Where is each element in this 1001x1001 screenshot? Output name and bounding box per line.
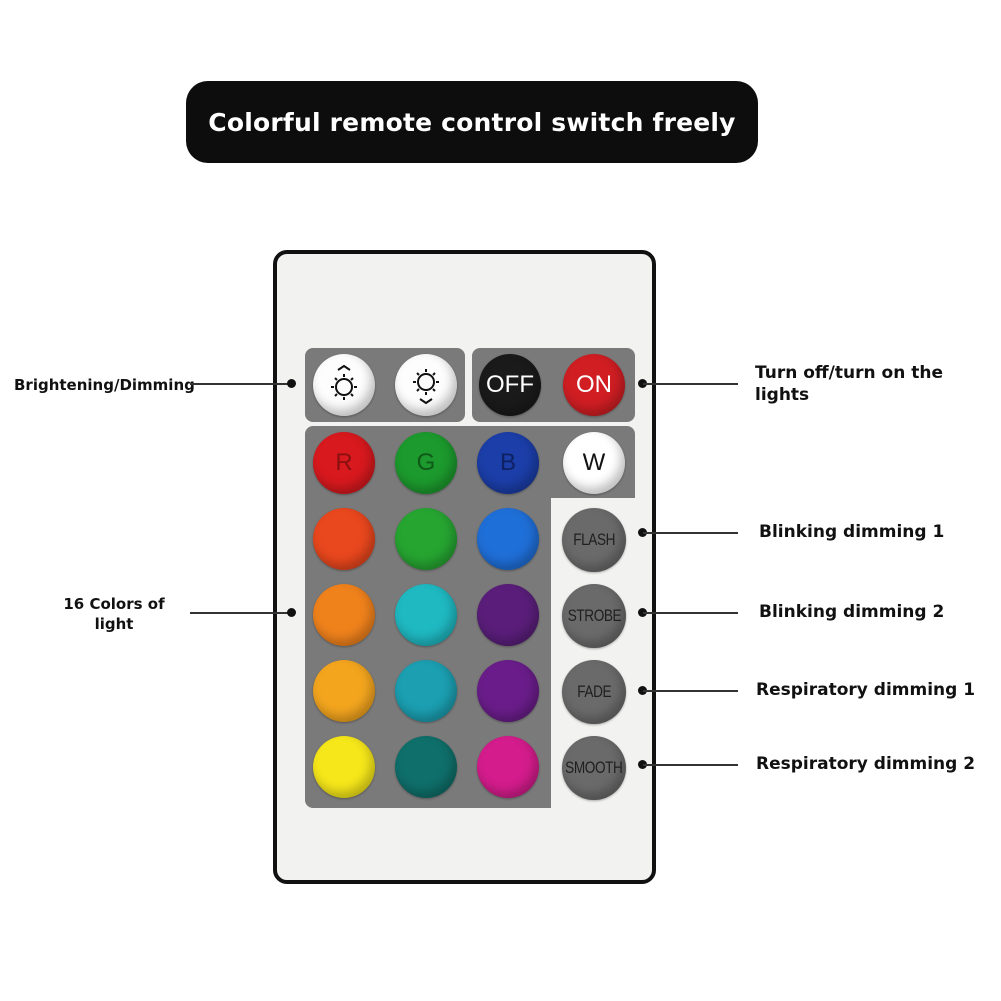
smooth-label: SMOOTH [565,758,623,777]
callout-flash: Blinking dimming 1 [759,522,945,542]
color-button-orange-red[interactable] [313,508,375,570]
color-button-purple[interactable] [477,584,539,646]
blue-label: B [499,449,516,476]
white-button[interactable]: W [563,432,625,494]
sun-up-icon [331,364,357,400]
off-button[interactable]: OFF [479,354,541,416]
white-label: W [582,449,606,476]
leader-strobe [643,612,738,614]
callout-brightening: Brightening/Dimming [14,376,195,394]
callout-colors: 16 Colors of light [63,595,165,633]
remote-control: OFF ON R G B W FLASH [273,250,656,884]
color-button-magenta[interactable] [477,736,539,798]
green-label: G [416,449,436,476]
fade-label: FADE [577,682,611,701]
flash-label: FLASH [573,530,615,549]
dot-power [638,379,647,388]
leader-smooth [643,764,738,766]
dot-strobe [638,608,647,617]
dim-button[interactable] [395,354,457,416]
color-button-blue[interactable] [477,508,539,570]
color-button-dark-teal[interactable] [395,736,457,798]
fade-button[interactable]: FADE [562,660,626,724]
title-banner: Colorful remote control switch freely [186,81,758,163]
brighten-button[interactable] [313,354,375,416]
leader-flash [643,532,738,534]
color-button-teal[interactable] [395,660,457,722]
color-button-green[interactable] [395,508,457,570]
dot-flash [638,528,647,537]
strobe-button[interactable]: STROBE [562,584,626,648]
off-label: OFF [486,371,534,398]
on-button[interactable]: ON [563,354,625,416]
leader-brightening [190,383,290,385]
flash-button[interactable]: FLASH [562,508,626,572]
on-label: ON [576,371,612,398]
color-button-cyan[interactable] [395,584,457,646]
callout-fade: Respiratory dimming 1 [756,680,976,700]
page-title: Colorful remote control switch freely [208,107,736,137]
smooth-button[interactable]: SMOOTH [562,736,626,800]
blue-button[interactable]: B [477,432,539,494]
red-label: R [335,449,353,476]
leader-power [643,383,738,385]
color-button-amber[interactable] [313,660,375,722]
sun-down-icon [413,369,439,405]
color-button-orange[interactable] [313,584,375,646]
callout-strobe: Blinking dimming 2 [759,602,945,622]
dot-brightening [287,379,296,388]
red-button[interactable]: R [313,432,375,494]
dot-colors [287,608,296,617]
color-button-yellow[interactable] [313,736,375,798]
color-button-violet[interactable] [477,660,539,722]
dot-smooth [638,760,647,769]
leader-colors [190,612,290,614]
strobe-label: STROBE [567,606,621,625]
callout-smooth: Respiratory dimming 2 [756,754,976,774]
green-button[interactable]: G [395,432,457,494]
leader-fade [643,690,738,692]
callout-power: Turn off/turn on the lights [755,363,943,405]
dot-fade [638,686,647,695]
